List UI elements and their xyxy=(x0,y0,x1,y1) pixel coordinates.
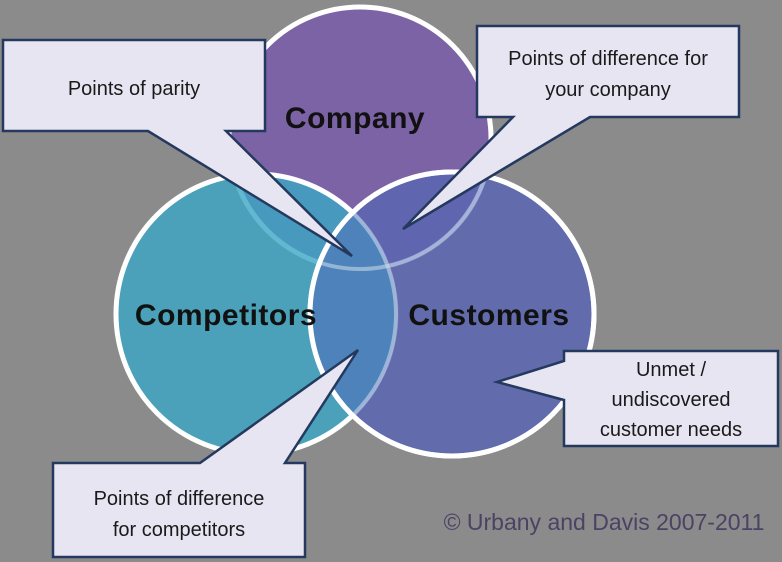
callout-points-of-difference-company: Points of difference for your company xyxy=(402,24,741,231)
competitors-label: Competitors xyxy=(135,299,317,332)
callout-text-line: Points of difference xyxy=(94,488,265,510)
callout-unmet-needs: Unmet / undiscovered customer needs xyxy=(492,349,780,448)
callout-points-of-difference-competitors: Points of difference for competitors xyxy=(51,348,360,559)
callout-text-line: Unmet / xyxy=(636,359,706,381)
customers-label: Customers xyxy=(408,299,569,332)
callout-text-line: Points of parity xyxy=(68,78,200,100)
callout-text-line: undiscovered xyxy=(612,389,731,411)
callout-unmet-needs-shape xyxy=(492,349,780,448)
callout-text-line: your company xyxy=(545,79,671,101)
company-label: Company xyxy=(285,102,425,135)
callout-points-of-parity-shape xyxy=(1,38,353,258)
callout-text-line: Points of difference for xyxy=(508,48,708,70)
callout-text-line: customer needs xyxy=(600,419,742,441)
company-inner-edge-arc xyxy=(310,172,493,271)
callout-points-of-difference-competitors-shape xyxy=(51,348,360,559)
copyright-text: © Urbany and Davis 2007-2011 xyxy=(444,509,765,535)
customers-circle-rim xyxy=(307,169,597,459)
competitors-inner-edge-arc xyxy=(310,172,398,456)
callout-text-line: for competitors xyxy=(113,519,245,541)
callout-points-of-parity: Points of parity xyxy=(1,38,353,258)
callout-points-of-difference-company-shape xyxy=(402,24,741,231)
